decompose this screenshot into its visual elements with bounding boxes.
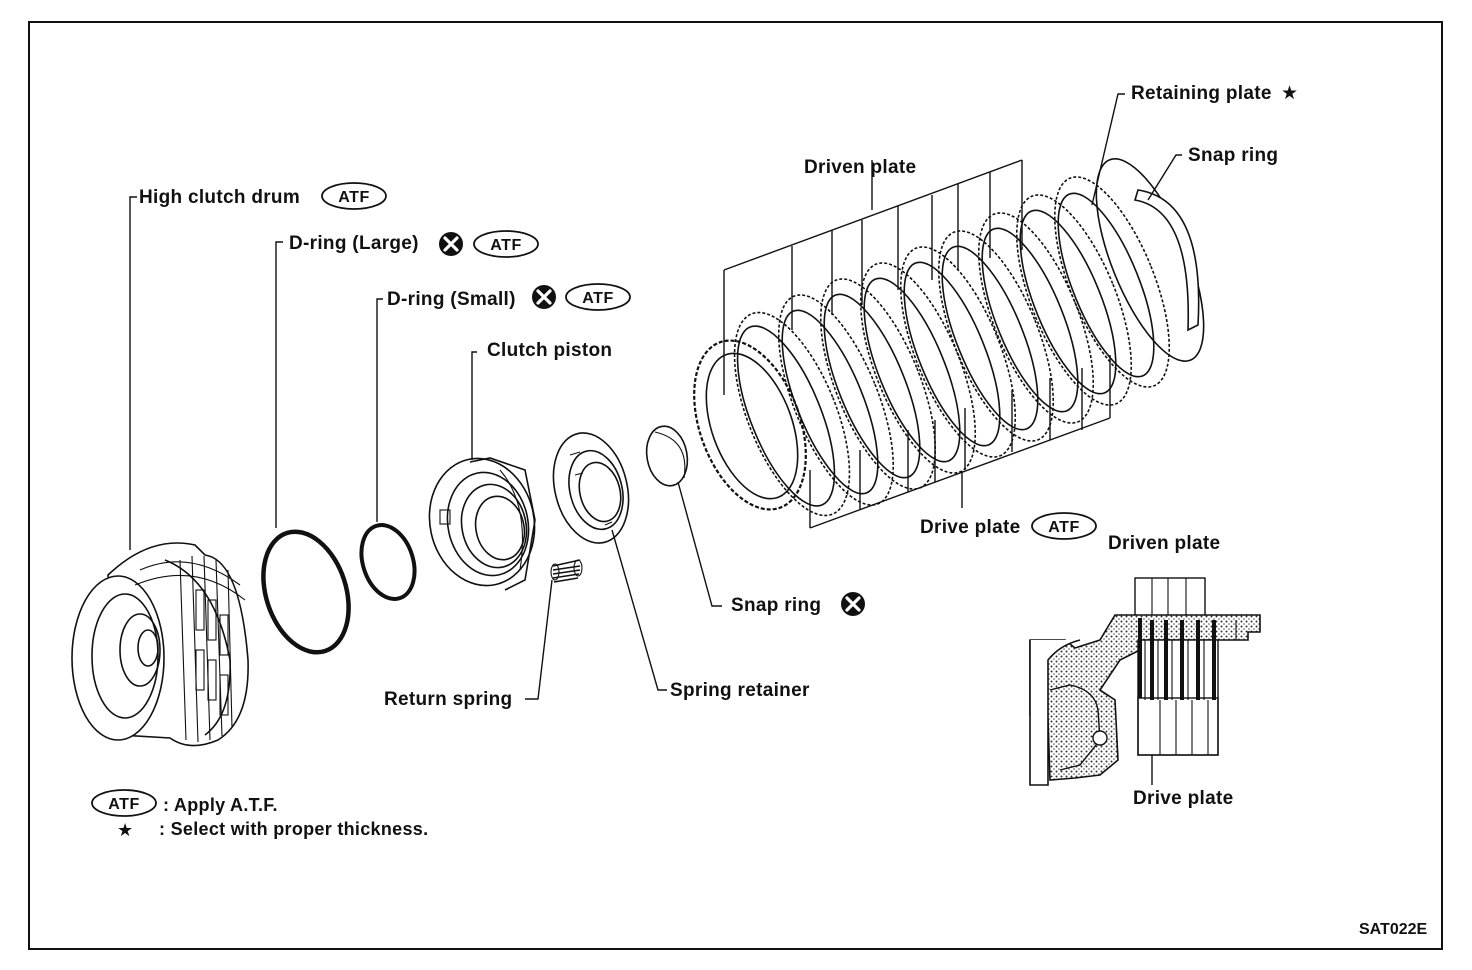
- x-mark-icon: [530, 283, 558, 311]
- svg-text:ATF: ATF: [582, 290, 613, 307]
- spring-retainer-part: [552, 432, 630, 544]
- clutch-cross-section-detail: [1029, 577, 1261, 786]
- label-d-ring-large: D-ring (Large): [289, 233, 419, 254]
- label-high-clutch-drum: High clutch drum: [139, 187, 300, 208]
- svg-text:ATF: ATF: [1048, 519, 1079, 536]
- label-driven-plate: Driven plate: [804, 157, 916, 178]
- label-snap-ring-outer: Snap ring: [1188, 145, 1278, 166]
- label-detail-driven-plate: Driven plate: [1108, 533, 1220, 554]
- label-retaining-plate: Retaining plate: [1131, 83, 1272, 104]
- d-ring-large-part: [261, 529, 351, 655]
- label-detail-drive-plate: Drive plate: [1133, 788, 1233, 809]
- label-snap-ring-small: Snap ring: [731, 595, 821, 616]
- x-mark-icon: [437, 230, 465, 258]
- label-drive-plate: Drive plate: [920, 517, 1020, 538]
- return-spring-part: [550, 559, 583, 583]
- legend-star-text: : Select with proper thickness.: [159, 819, 428, 839]
- clutch-piston-part: [428, 457, 536, 591]
- atf-badge-d-ring-large: ATF: [473, 230, 539, 258]
- svg-text:ATF: ATF: [108, 796, 139, 813]
- label-d-ring-small: D-ring (Small): [387, 289, 516, 310]
- atf-badge-d-ring-small: ATF: [565, 283, 631, 311]
- atf-badge-drum: ATF: [321, 182, 387, 210]
- diagram-frame: [28, 21, 1443, 950]
- legend-atf-badge: ATF: [91, 789, 157, 817]
- driven-plate-bracket: [723, 159, 1023, 395]
- legend: ATF : Apply A.T.F. ★ : Select with prope…: [91, 789, 428, 840]
- legend-atf-text: : Apply A.T.F.: [163, 795, 278, 815]
- legend-star-icon: ★: [117, 820, 133, 840]
- svg-text:ATF: ATF: [338, 189, 369, 206]
- label-return-spring: Return spring: [384, 689, 512, 710]
- snap-ring-small-part: [645, 425, 689, 487]
- high-clutch-drum-part: [71, 542, 249, 747]
- reference-code: SAT022E: [1359, 921, 1428, 938]
- drive-plate-bracket: [809, 355, 1111, 529]
- atf-badge-drive-plate: ATF: [1031, 512, 1097, 540]
- label-clutch-piston: Clutch piston: [487, 340, 612, 361]
- star-icon: ★: [1281, 83, 1298, 104]
- x-mark-icon: [839, 590, 867, 618]
- clutch-plate-stack-part: [693, 158, 1205, 517]
- svg-text:ATF: ATF: [490, 237, 521, 254]
- leader-lines: [129, 93, 1182, 700]
- d-ring-small-part: [359, 523, 417, 601]
- label-spring-retainer: Spring retainer: [670, 680, 810, 701]
